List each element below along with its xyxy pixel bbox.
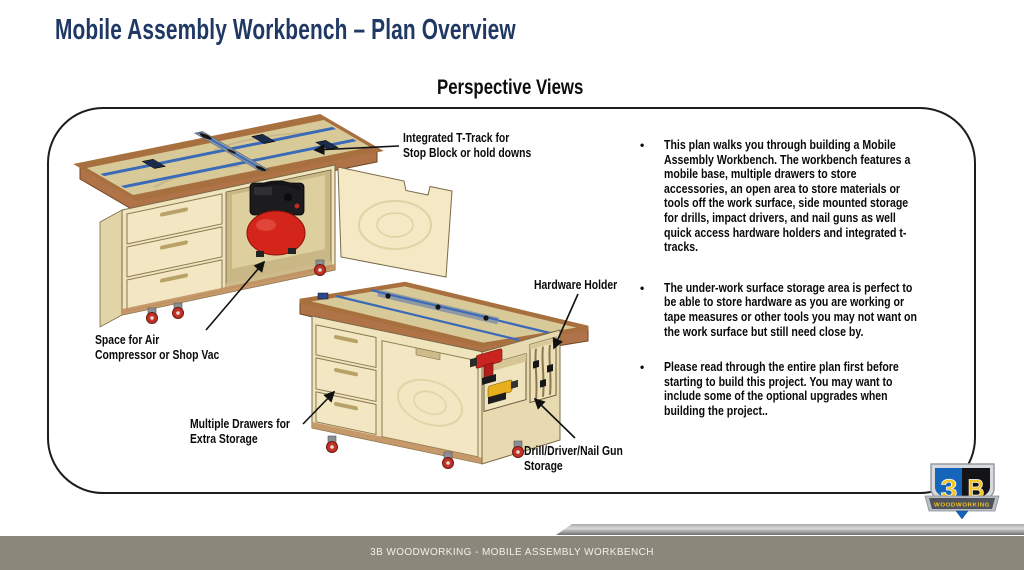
compressor-tank	[246, 210, 306, 256]
stop-block	[317, 292, 329, 300]
stop-block	[251, 134, 276, 144]
bullet-item: • This plan walks you through building a…	[640, 138, 970, 255]
bullet-text: The under-work surface storage area is p…	[664, 280, 917, 339]
callout-t-track: Integrated T-Track for Stop Block or hol…	[403, 130, 532, 160]
callout-drawers: Multiple Drawers for Extra Storage	[190, 416, 290, 446]
bullet-text: Please read through the entire plan firs…	[664, 360, 899, 418]
bench2-door	[381, 340, 479, 458]
logo-3b-woodworking: 3 B WOODWORKING	[924, 463, 1000, 520]
bullet-item: • Please read through the entire plan fi…	[640, 360, 970, 418]
arrow-drill-storage	[533, 397, 576, 439]
arrow-hardware-holder	[552, 293, 579, 350]
perspective-views-frame	[47, 107, 976, 494]
bullet-marker: •	[640, 280, 645, 295]
bench1-casters	[146, 259, 326, 324]
bullet-marker: •	[640, 360, 645, 375]
callout-arrows	[205, 143, 579, 439]
bench1-left-side	[99, 209, 123, 328]
bench2-casters	[326, 435, 524, 469]
callout-hardware-holder: Hardware Holder	[534, 277, 618, 292]
open-cabinet-door	[337, 166, 453, 278]
bullet-item: • The under-work surface storage area is…	[640, 281, 970, 339]
callout-drill-storage: Drill/Driver/Nail Gun Storage	[524, 443, 623, 473]
callout-air-compressor: Space for Air Compressor or Shop Vac	[95, 332, 220, 362]
hardware-holder	[529, 336, 557, 404]
bench2-drawers	[315, 324, 377, 436]
page-title: Mobile Assembly Workbench – Plan Overvie…	[55, 14, 516, 46]
stop-block	[141, 158, 167, 169]
drill-storage-box	[483, 352, 527, 413]
bench2-side-storage	[470, 336, 557, 413]
arrow-air-compressor	[205, 260, 266, 331]
t-track-line	[100, 126, 337, 177]
workbench-front-view	[73, 113, 453, 328]
bullet-marker: •	[640, 138, 645, 152]
t-track-line	[335, 294, 520, 342]
red-drill	[470, 348, 503, 385]
bench2-cabinet-front	[311, 315, 483, 465]
bullet-text: This plan walks you through building a M…	[664, 138, 911, 255]
footer-bar: 3B WOODWORKING - MOBILE ASSEMBLY WORKBEN…	[0, 536, 1024, 570]
arrow-drawers	[302, 390, 336, 425]
footer-text: 3B WOODWORKING - MOBILE ASSEMBLY WORKBEN…	[370, 547, 654, 558]
section-heading: Perspective Views	[437, 76, 584, 99]
yellow-drill	[487, 379, 518, 405]
description-bullet-list: • This plan walks you through building a…	[640, 138, 970, 445]
logo-wordmark: WOODWORKING	[934, 503, 990, 509]
bench1-tabletop	[73, 113, 384, 202]
track-fence	[377, 289, 499, 325]
arrow-t-track	[313, 143, 400, 156]
track-fence	[193, 131, 270, 172]
workbench-side-view	[299, 281, 589, 469]
bench1-drawers	[126, 193, 223, 312]
air-compressor	[246, 180, 306, 257]
bench2-tabletop	[299, 281, 589, 348]
footer-accent-stripe	[556, 524, 1024, 535]
